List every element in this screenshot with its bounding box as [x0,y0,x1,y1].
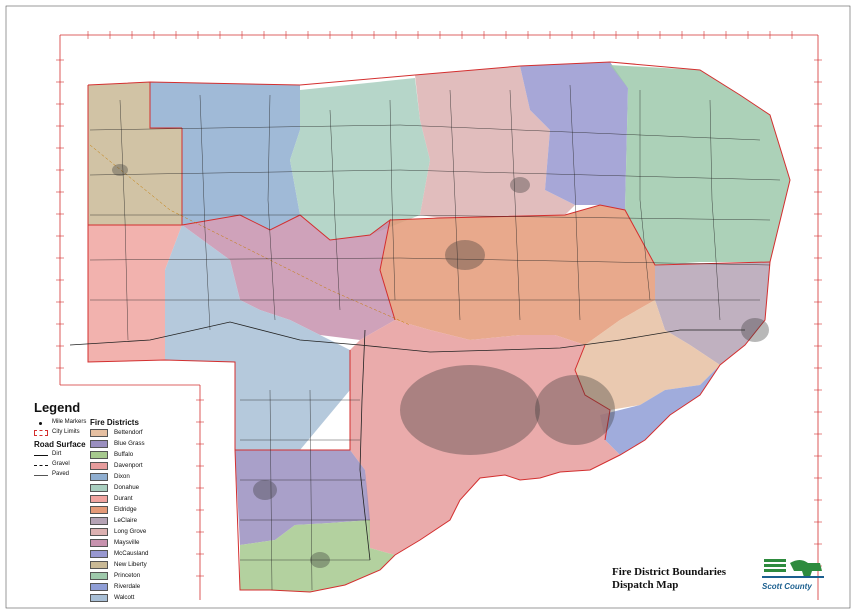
fire-district-swatch [90,594,108,602]
district-eldridge [380,205,655,345]
legend-title: Legend [34,400,81,415]
fire-district-label: Maysville [114,539,140,546]
fire-district-swatch [90,473,108,481]
road-network [69,84,781,591]
fire-district-label: Donahue [114,484,140,491]
district-boundary-lines [87,61,791,593]
legend-city-limits-symbol [34,430,48,436]
map-title: Fire District Boundaries [612,566,727,578]
fire-district-swatch [90,572,108,580]
sheet-border [5,5,851,609]
legend-mile-markers-symbol [39,422,42,425]
fire-district-swatch [90,528,108,536]
fire-district-legend-item: Bettendorf [90,428,180,439]
fire-district-label: Princeton [114,572,141,579]
legend-road-gravel-symbol [34,465,48,466]
legend-fire-districts-heading: Fire Districts [90,418,139,427]
district-long-grove [415,66,575,218]
fire-district-swatch [90,451,108,459]
map-title-block: Fire District Boundaries Dispatch Map [612,566,726,592]
legend-road-dirt-symbol [34,455,48,456]
legend-road-surface-heading: Road Surface [34,440,86,449]
district-riverdale [600,365,720,455]
fire-district-legend-item: New Liberty [90,560,180,571]
fire-district-label: Durant [114,495,133,502]
fire-district-swatch [90,440,108,448]
fire-district-legend-item: Blue Grass [90,439,180,450]
district-maysville [182,215,395,340]
district-davenport [350,320,620,555]
district-dixon [150,82,300,230]
fire-district-label: Riverdale [114,583,141,590]
fire-district-label: Buffalo [114,451,134,458]
district-leclaire [655,262,770,365]
fire-district-label: New Liberty [114,561,147,568]
fire-district-regions [88,62,790,592]
map-subtitle: Dispatch Map [612,579,679,591]
fire-district-swatch [90,484,108,492]
district-walcott [165,225,350,450]
scott-county-logo: Scott County [760,557,828,595]
fire-district-legend-item: Long Grove [90,527,180,538]
fire-district-legend-item: Walcott [90,593,180,604]
fire-district-swatch [90,583,108,591]
fire-district-legend-item: Donahue [90,483,180,494]
fire-district-label: Blue Grass [114,440,145,447]
legend: Legend Mile Markers City Limits Road Sur… [30,398,180,608]
logo-text: Scott County [762,582,812,591]
district-mccausland [520,62,628,210]
fire-district-label: LeClaire [114,517,138,524]
fire-district-legend-item: LeClaire [90,516,180,527]
legend-city-limits-label: City Limits [52,429,80,435]
fire-district-legend-item: Princeton [90,571,180,582]
logo-emblem-icon [762,559,824,578]
district-new-liberty [88,82,182,225]
fire-district-legend-item: Durant [90,494,180,505]
urban-areas [112,164,769,568]
legend-road-gravel-label: Gravel [52,461,70,467]
legend-road-paved-symbol [34,475,48,476]
fire-district-swatch [90,495,108,503]
district-donahue [290,78,430,240]
fire-district-swatch [90,462,108,470]
legend-road-dirt-label: Dirt [52,451,62,457]
fire-district-swatch [90,561,108,569]
fire-district-label: Davenport [114,462,143,469]
fire-district-swatch [90,550,108,558]
fire-district-label: Dixon [114,473,130,480]
fire-district-legend-item: Riverdale [90,582,180,593]
fire-district-label: Walcott [114,594,135,601]
fire-district-legend-item: Eldridge [90,505,180,516]
legend-mile-markers-label: Mile Markers [52,419,87,425]
fire-district-label: McCausland [114,550,149,557]
fire-district-legend-item: Buffalo [90,450,180,461]
district-princeton [610,65,790,265]
fire-district-swatch [90,429,108,437]
fire-district-swatch [90,517,108,525]
fire-district-label: Bettendorf [114,429,143,436]
fire-district-swatch [90,539,108,547]
legend-road-paved-label: Paved [52,471,70,477]
fire-district-legend-item: Maysville [90,538,180,549]
fire-district-legend-item: McCausland [90,549,180,560]
district-buffalo [240,520,395,592]
district-bettendorf [575,300,720,410]
fire-district-label: Eldridge [114,506,137,513]
grid-ticks [56,31,822,577]
district-durant [88,225,182,362]
fire-district-label: Long Grove [114,528,147,535]
fire-district-legend-item: Davenport [90,461,180,472]
fire-district-swatch [90,506,108,514]
fire-district-legend-item: Dixon [90,472,180,483]
district-blue-grass [235,450,370,545]
